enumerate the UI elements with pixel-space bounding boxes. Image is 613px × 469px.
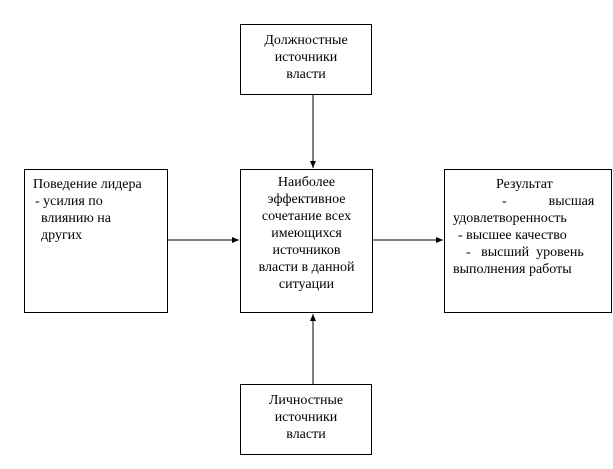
box-personal-power-sources: Личностные источники власти: [240, 384, 372, 455]
box-effective-combination: Наиболее эффективное сочетание всех имею…: [240, 169, 373, 313]
box-text-line: - усилия по: [35, 194, 103, 209]
box-text-line: выполнения работы: [453, 262, 572, 277]
box-text-line: имеющихся: [271, 226, 342, 241]
box-text-line: - высший уровень: [466, 245, 584, 260]
box-text-line: Результат: [496, 177, 553, 192]
box-text-line: - высшее качество: [458, 228, 567, 243]
box-text-line: власти: [286, 67, 326, 82]
box-text-line: ситуации: [278, 277, 335, 292]
box-text-line: сочетание всех: [261, 209, 352, 224]
box-text-line: влиянию на: [41, 211, 111, 226]
box-text-line: власти: [286, 427, 326, 442]
box-text-line: Личностные: [268, 393, 344, 408]
box-official-power-sources: Должностные источники власти: [240, 24, 372, 95]
box-text-line: - высшая: [502, 194, 595, 209]
box-text-line: источники: [274, 50, 338, 65]
box-text-line: удовлетворенность: [453, 211, 567, 226]
box-text-line: эффективное: [267, 192, 346, 207]
box-text-line: Поведение лидера: [33, 177, 142, 192]
box-result: Результат - высшая удовлетворенность - в…: [444, 169, 612, 313]
box-text-line: власти в данной: [258, 260, 355, 275]
box-leader-behavior: Поведение лидера - усилия по влиянию на …: [24, 169, 168, 313]
box-text-line: источников: [272, 243, 341, 258]
box-text-line: источники: [274, 410, 338, 425]
box-text-line: Должностные: [264, 33, 348, 48]
box-text-line: Наиболее: [277, 175, 336, 190]
box-text-line: других: [41, 228, 83, 243]
